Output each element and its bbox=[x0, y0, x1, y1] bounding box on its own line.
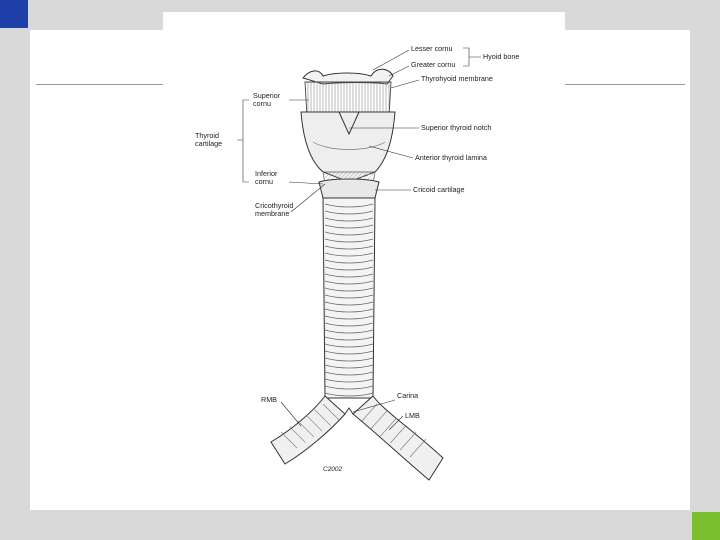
airway-drawing bbox=[163, 12, 565, 502]
label-cricoid-cartilage: Cricoid cartilage bbox=[413, 186, 465, 194]
label-lmb: LMB bbox=[405, 412, 420, 420]
carina bbox=[345, 408, 353, 414]
label-anterior-thyroid-lamina: Anterior thyroid lamina bbox=[415, 154, 487, 162]
label-thyroid-cartilage: Thyroid cartilage bbox=[195, 132, 235, 148]
title-rule-right bbox=[565, 84, 685, 85]
label-carina: Carina bbox=[397, 392, 418, 400]
label-superior-cornu: Superior cornu bbox=[253, 92, 287, 108]
corner-accent-blue bbox=[0, 0, 28, 28]
thyrohyoid-membrane bbox=[305, 82, 391, 116]
title-rule-left bbox=[36, 84, 164, 85]
artist-signature: C2002 bbox=[323, 466, 342, 474]
label-greater-cornu: Greater cornu bbox=[411, 61, 455, 69]
corner-accent-green bbox=[692, 512, 720, 540]
right-main-bronchus bbox=[271, 396, 345, 464]
label-inferior-cornu: Inferior cornu bbox=[255, 170, 289, 186]
left-main-bronchus bbox=[353, 396, 443, 480]
label-hyoid-bone: Hyoid bone bbox=[483, 53, 519, 61]
label-rmb: RMB bbox=[261, 396, 277, 404]
label-thyrohyoid-membrane: Thyrohyoid membrane bbox=[421, 75, 493, 83]
label-superior-thyroid-notch: Superior thyroid notch bbox=[421, 124, 491, 132]
airway-anatomy-figure: Lesser cornu Greater cornu Hyoid bone Th… bbox=[163, 12, 565, 502]
thyroid-cartilage bbox=[301, 112, 395, 182]
label-cricothyroid-membrane: Cricothyroid membrane bbox=[255, 202, 295, 218]
label-lesser-cornu: Lesser cornu bbox=[411, 45, 453, 53]
